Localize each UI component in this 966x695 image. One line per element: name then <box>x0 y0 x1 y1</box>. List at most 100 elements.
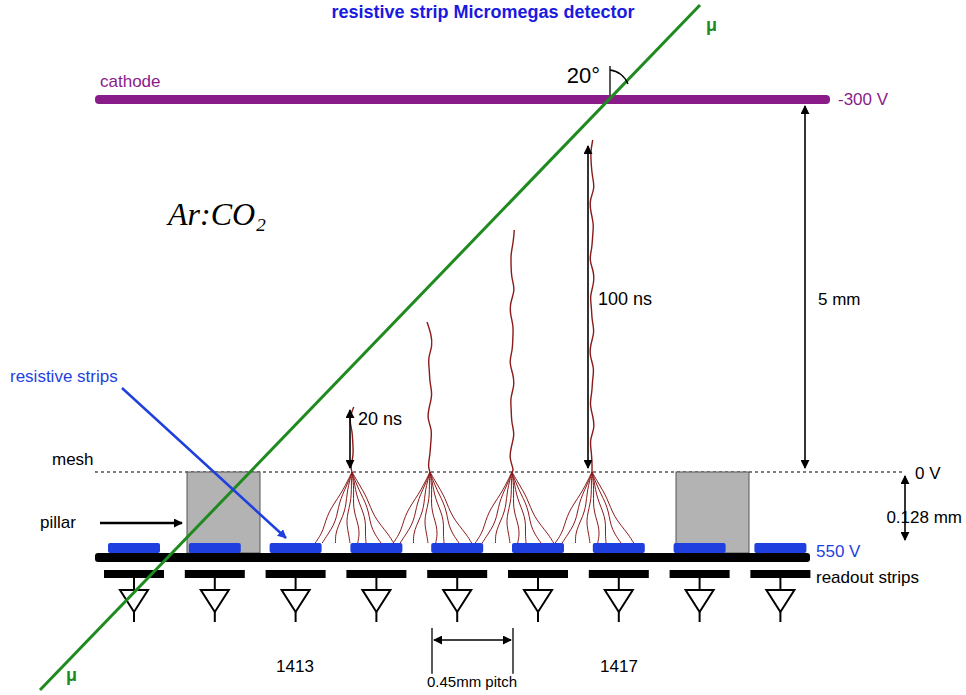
pillar-leader <box>100 522 182 525</box>
diagram-label: resistive strips <box>10 368 118 387</box>
amplifier-input <box>295 578 297 590</box>
diagram-label: 0 V <box>915 465 941 484</box>
diagram-label: 100 ns <box>598 290 652 310</box>
electron-drift <box>350 407 354 472</box>
amplifier-input <box>214 578 216 590</box>
diagram-label: 1417 <box>600 658 638 677</box>
cathode-plane <box>95 95 830 104</box>
electron-drift <box>427 322 432 472</box>
avalanche-track <box>592 472 606 543</box>
amplifier-input <box>456 578 458 590</box>
readout-strip <box>750 570 810 578</box>
diagram-label: 1413 <box>276 658 314 677</box>
diagram-label: readout strips <box>816 569 919 588</box>
amplifier-output <box>375 612 377 622</box>
readout-strip <box>266 570 326 578</box>
diagram-label: 20 ns <box>358 410 402 430</box>
amplifier-symbol <box>362 590 390 612</box>
amplifier-output <box>537 612 539 622</box>
resistive-strip <box>350 543 402 553</box>
pillar <box>676 472 749 553</box>
avalanche-track <box>413 472 430 543</box>
readout-strip <box>185 570 245 578</box>
readout-strip <box>508 570 568 578</box>
diagram-label: cathode <box>100 73 161 92</box>
diagram-label: 5 mm <box>818 291 861 310</box>
resistive-strip-leader <box>122 388 286 538</box>
amplifier-input <box>375 578 377 590</box>
drift-gap-dimension <box>804 106 806 468</box>
resistive-strip <box>189 543 241 553</box>
diagram-label: pillar <box>40 514 76 533</box>
amplifier-output <box>618 612 620 622</box>
avalanche-track <box>335 472 352 543</box>
resistive-strip <box>754 543 806 553</box>
avalanche-track <box>430 472 444 543</box>
amplifier-output <box>779 612 781 622</box>
amplifier-output <box>456 612 458 622</box>
amplifier-symbol <box>282 590 310 612</box>
readout-strip <box>589 570 649 578</box>
avalanche-track <box>482 472 512 543</box>
avalanche-track <box>495 472 512 543</box>
diagram-label: 20° <box>567 64 600 88</box>
avalanche-track <box>592 472 621 543</box>
diagram-title: resistive strip Micromegas detector <box>331 3 634 23</box>
angle-arc <box>610 70 628 84</box>
amplifier-input <box>618 578 620 590</box>
diagram-label: Ar:CO₂ <box>168 197 266 232</box>
diagram-label: mesh <box>52 451 94 470</box>
avalanche-track <box>430 472 459 543</box>
amplifier-symbol <box>766 590 794 612</box>
avalanche-track <box>430 472 472 543</box>
amplifier-output <box>699 612 701 622</box>
avalanche-track <box>507 472 512 543</box>
electron-drift <box>590 140 594 472</box>
resistive-strip <box>108 543 160 553</box>
avalanche-track <box>512 472 541 543</box>
avalanche-track <box>322 472 352 543</box>
avalanche-track <box>587 472 592 543</box>
diagram-label: 0.128 mm <box>886 509 962 528</box>
avalanche-track <box>555 472 592 543</box>
avalanche-track <box>425 472 430 543</box>
avalanche-track <box>575 472 592 543</box>
avalanche-track <box>352 472 394 543</box>
avalanche-track <box>352 472 366 543</box>
electron-drift <box>510 230 514 472</box>
resistive-strip <box>512 543 564 553</box>
readout-strip <box>427 570 487 578</box>
avalanche-track <box>512 472 526 543</box>
avalanche-track <box>393 472 430 543</box>
amplifier-input <box>779 578 781 590</box>
amplifier-symbol <box>524 590 552 612</box>
resistive-strip <box>431 543 483 553</box>
resistive-strip <box>593 543 645 553</box>
pitch-dimension <box>434 639 511 641</box>
amplifier-symbol <box>201 590 229 612</box>
diagram-label: 0.45mm pitch <box>427 674 517 691</box>
avalanche-track <box>352 472 381 543</box>
amplifier-output <box>133 612 135 622</box>
drift-time-dimension <box>587 146 589 468</box>
amplifier-symbol <box>686 590 714 612</box>
insulating-substrate <box>95 553 810 562</box>
amplifier-symbol <box>605 590 633 612</box>
muon-track <box>40 5 700 690</box>
amplifier-input <box>699 578 701 590</box>
avalanche-track <box>315 472 352 543</box>
readout-strip <box>670 570 730 578</box>
avalanche-track <box>562 472 592 543</box>
resistive-strip <box>674 543 726 553</box>
avalanche-track <box>347 472 352 543</box>
diagram-label: μ <box>706 16 717 36</box>
drift-time-dimension <box>349 410 351 468</box>
avalanche-track <box>400 472 430 543</box>
resistive-strip <box>270 543 322 553</box>
diagram-label: μ <box>66 666 77 686</box>
diagram-label: -300 V <box>838 91 888 110</box>
avalanche-track <box>512 472 554 543</box>
amplifier-output <box>214 612 216 622</box>
